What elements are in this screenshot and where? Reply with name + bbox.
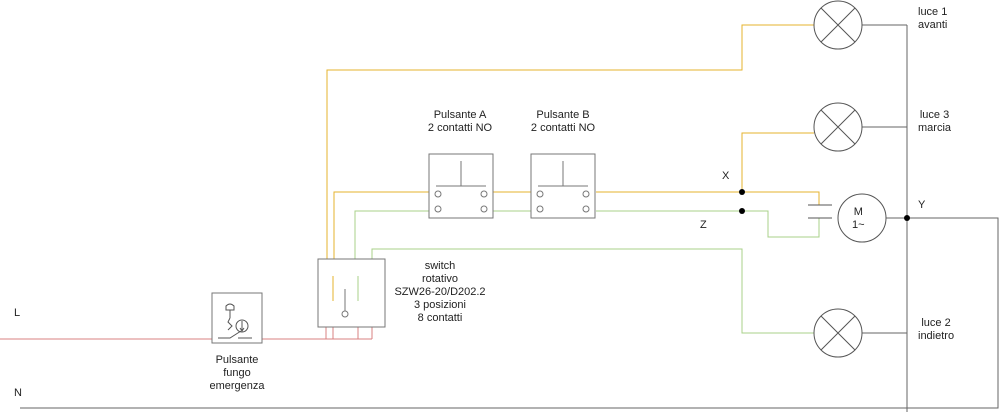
wire-luce1 (326, 24, 814, 259)
label-z: Z (700, 219, 707, 231)
label-x: X (722, 170, 730, 182)
wire-neutral (20, 24, 999, 412)
switch-rotativo (317, 258, 386, 328)
lamp-luce2 (813, 308, 863, 358)
pulsante-fungo (211, 292, 263, 344)
lamp-luce3 (813, 102, 863, 152)
wire-pulsanti-green (354, 210, 820, 259)
label-n: N (14, 387, 22, 399)
pulsante-a (428, 153, 494, 219)
label-l: L (14, 307, 21, 319)
motor (837, 193, 887, 243)
wire-luce2 (371, 248, 814, 334)
wire-pulsanti-yellow (333, 191, 820, 259)
capacitor (808, 204, 832, 219)
label-y: Y (918, 199, 926, 211)
wire-l (0, 327, 373, 340)
junction-dots (739, 189, 910, 221)
lamp-luce1 (813, 0, 863, 50)
pulsante-b (530, 153, 596, 219)
wire-luce3 (741, 132, 814, 192)
